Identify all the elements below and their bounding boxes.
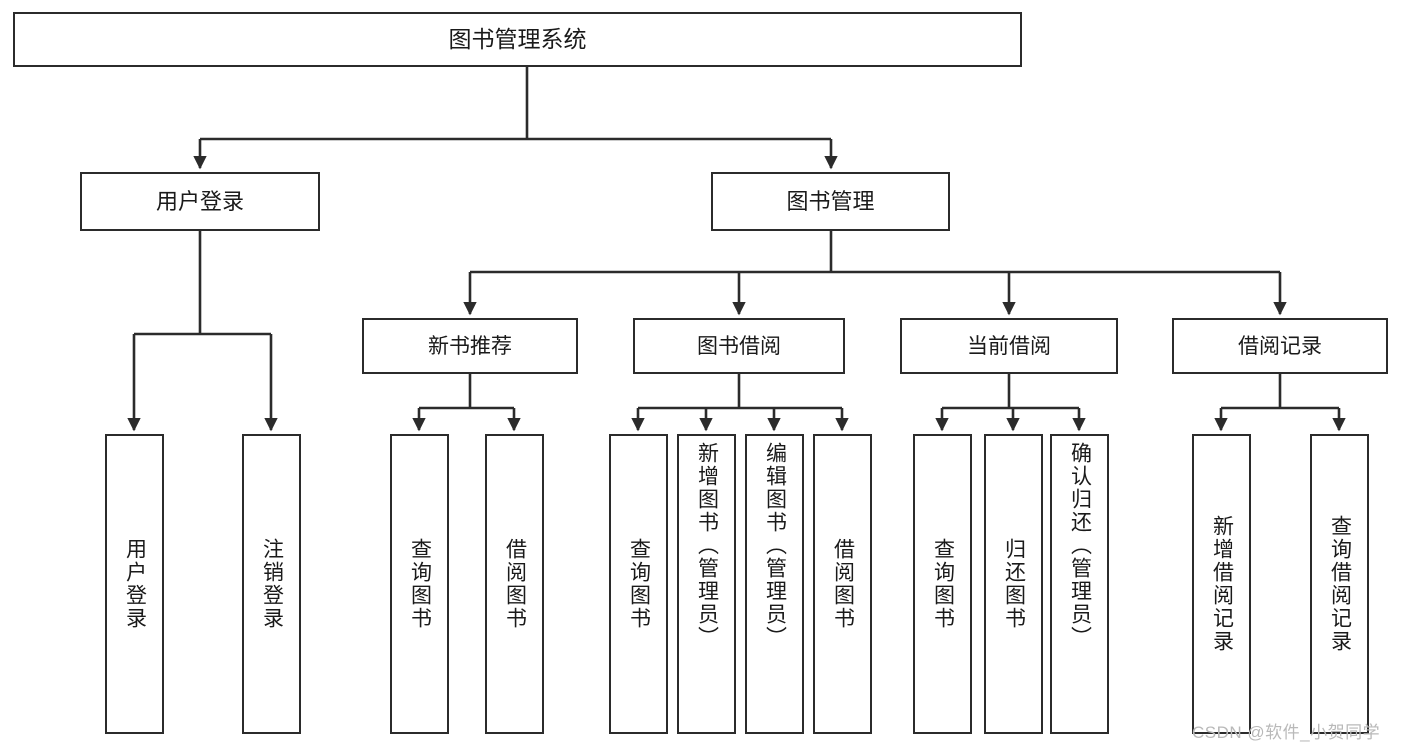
- node-leaf-return-book-label: 归还图书: [1002, 538, 1026, 630]
- csdn-watermark: CSDN @软件_小贺同学: [1192, 723, 1381, 742]
- node-leaf-user-logout[interactable]: 注销登录: [242, 434, 301, 734]
- node-leaf-add-book[interactable]: 新增图书（管理员）: [677, 434, 736, 734]
- node-leaf-query-record-label: 查询借阅记录: [1328, 515, 1352, 653]
- node-leaf-add-record[interactable]: 新增借阅记录: [1192, 434, 1251, 734]
- node-borrow-record-label: 借阅记录: [1238, 334, 1322, 358]
- node-current-borrow[interactable]: 当前借阅: [900, 318, 1118, 374]
- node-current-borrow-label: 当前借阅: [967, 334, 1051, 358]
- node-borrow-record[interactable]: 借阅记录: [1172, 318, 1388, 374]
- node-leaf-return-book[interactable]: 归还图书: [984, 434, 1043, 734]
- node-leaf-borrow-book-1-label: 借阅图书: [503, 538, 527, 630]
- node-leaf-query-book-3[interactable]: 查询图书: [913, 434, 972, 734]
- node-leaf-borrow-book-2-label: 借阅图书: [831, 538, 855, 630]
- node-leaf-user-login[interactable]: 用户登录: [105, 434, 164, 734]
- node-leaf-borrow-book-1[interactable]: 借阅图书: [485, 434, 544, 734]
- node-leaf-query-book-1-label: 查询图书: [408, 538, 432, 630]
- node-leaf-query-book-2[interactable]: 查询图书: [609, 434, 668, 734]
- node-root-label: 图书管理系统: [448, 26, 587, 52]
- node-leaf-edit-book[interactable]: 编辑图书（管理员）: [745, 434, 804, 734]
- node-leaf-query-book-3-label: 查询图书: [931, 538, 955, 630]
- node-new-book-recommend-label: 新书推荐: [428, 334, 512, 358]
- node-book-borrow[interactable]: 图书借阅: [633, 318, 845, 374]
- node-book-borrow-label: 图书借阅: [697, 334, 781, 358]
- node-user-login[interactable]: 用户登录: [80, 172, 320, 231]
- node-leaf-query-record[interactable]: 查询借阅记录: [1310, 434, 1369, 734]
- node-leaf-query-book-1[interactable]: 查询图书: [390, 434, 449, 734]
- node-leaf-user-login-label: 用户登录: [123, 538, 147, 630]
- node-leaf-confirm-return[interactable]: 确认归还（管理员）: [1050, 434, 1109, 734]
- node-leaf-borrow-book-2[interactable]: 借阅图书: [813, 434, 872, 734]
- node-leaf-query-book-2-label: 查询图书: [627, 538, 651, 630]
- node-leaf-add-book-label: 新增图书（管理员）: [695, 442, 719, 649]
- node-leaf-edit-book-label: 编辑图书（管理员）: [763, 442, 787, 649]
- node-book-manage[interactable]: 图书管理: [711, 172, 950, 231]
- node-book-manage-label: 图书管理: [786, 188, 875, 214]
- node-new-book-recommend[interactable]: 新书推荐: [362, 318, 578, 374]
- node-user-login-label: 用户登录: [155, 188, 244, 214]
- node-leaf-confirm-return-label: 确认归还（管理员）: [1068, 442, 1092, 649]
- node-leaf-add-record-label: 新增借阅记录: [1210, 515, 1234, 653]
- node-root[interactable]: 图书管理系统: [13, 12, 1022, 67]
- node-leaf-user-logout-label: 注销登录: [260, 538, 284, 630]
